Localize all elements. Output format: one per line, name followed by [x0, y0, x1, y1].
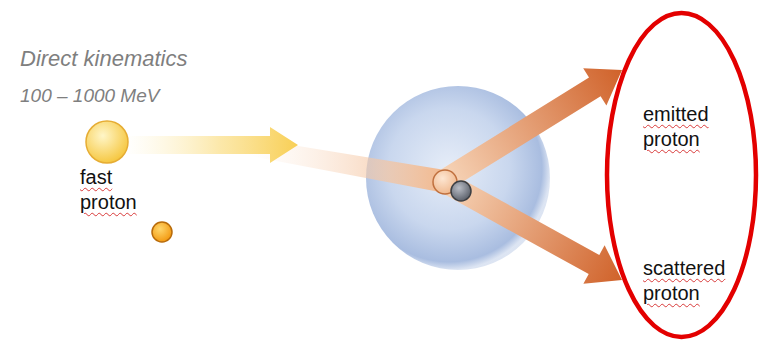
beam-arrow [125, 127, 298, 163]
scattered-arrow [445, 175, 622, 283]
red-ellipse [607, 13, 756, 337]
small-proton-sphere [152, 222, 172, 242]
fast-proton-sphere [86, 121, 128, 163]
emitted-arrow [442, 68, 622, 187]
particle-label: emitted proton [643, 102, 739, 152]
neutron-sphere [451, 181, 471, 201]
highlight-ellipse: emitted proton scattered proton [604, 10, 759, 340]
energy-range: 100 – 1000 MeV [20, 84, 280, 107]
particle-label: scattered proton [643, 256, 743, 306]
reaction-type: Direct kinematics [20, 46, 280, 72]
particle-label: fast proton [80, 165, 158, 215]
